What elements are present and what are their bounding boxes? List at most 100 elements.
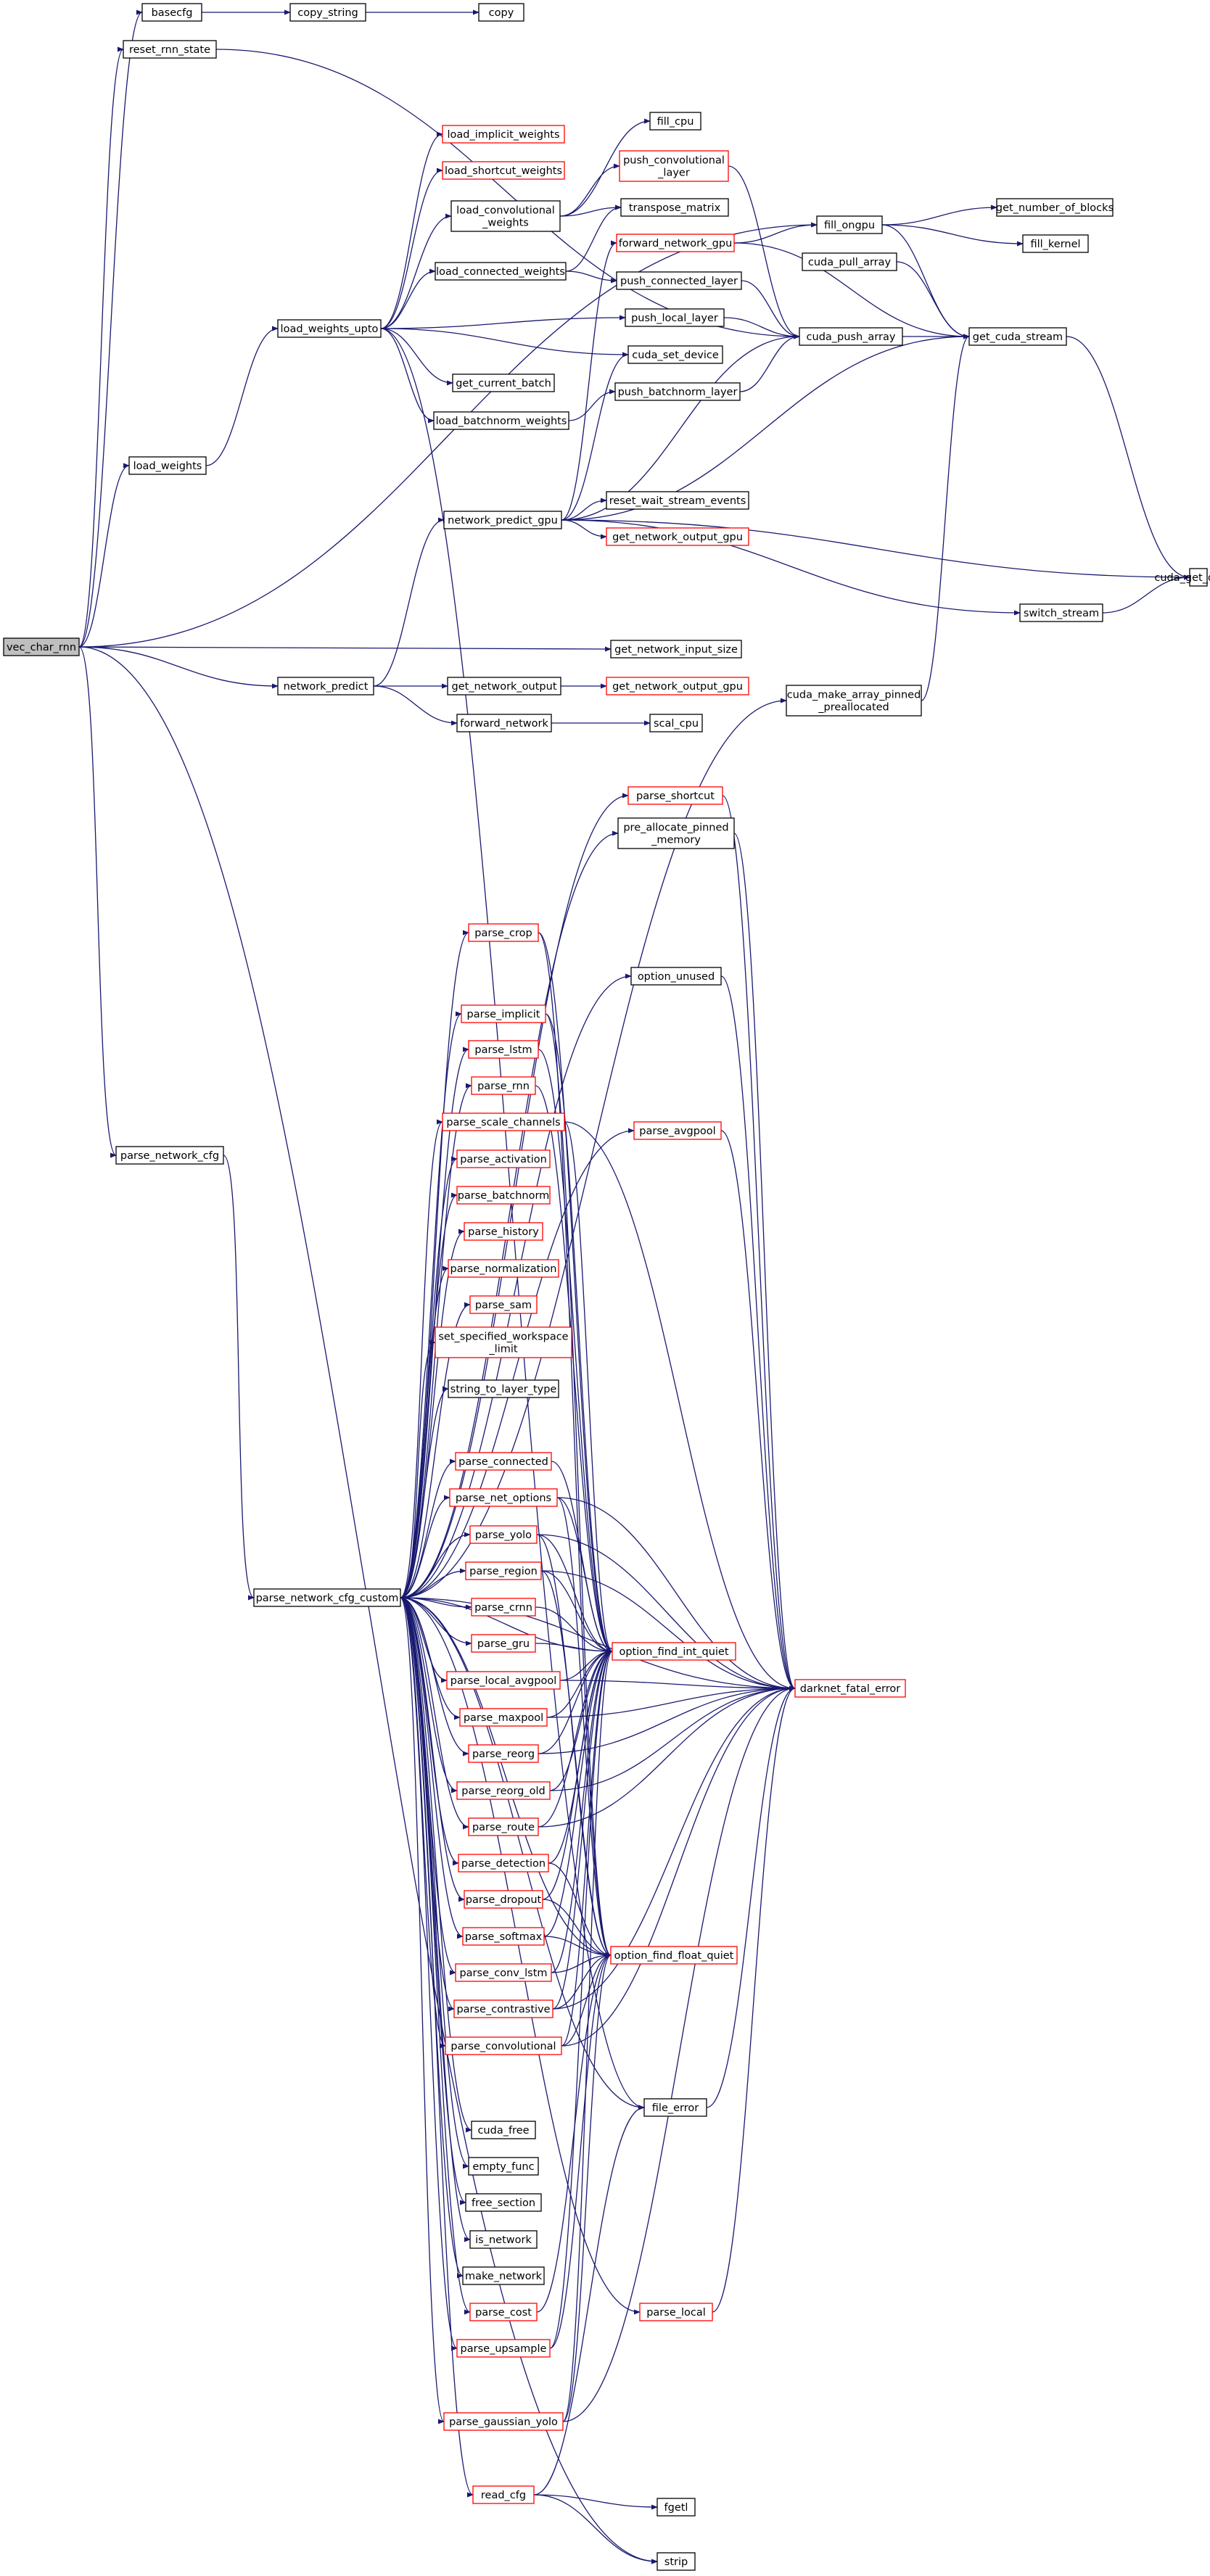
node-file-error[interactable]: file_error: [643, 2098, 707, 2117]
node-parse-gaussian-yolo[interactable]: parse_gaussian_yolo: [443, 2412, 564, 2431]
node-reset-wait-stream-events[interactable]: reset_wait_stream_events: [606, 491, 749, 510]
node-parse-convolutional[interactable]: parse_convolutional: [445, 2036, 562, 2055]
node-parse-shortcut[interactable]: parse_shortcut: [627, 786, 723, 805]
node-load-weights[interactable]: load_weights: [128, 456, 207, 475]
node-fill-ongpu[interactable]: fill_ongpu: [816, 215, 883, 234]
node-parse-conv-lstm[interactable]: parse_conv_lstm: [455, 1963, 552, 1982]
node-strip[interactable]: strip: [657, 2552, 696, 2571]
node-fill-cpu[interactable]: fill_cpu: [649, 112, 701, 131]
node-copy-string[interactable]: copy_string: [289, 3, 366, 22]
node-push-batchnorm-layer[interactable]: push_batchnorm_layer: [614, 382, 741, 401]
node-label: fill_cpu: [657, 116, 694, 128]
node-parse-reorg-old[interactable]: parse_reorg_old: [456, 1781, 551, 1800]
edge-parse_network_cfg_custom-to-file_error: [400, 1597, 645, 2110]
node-load-shortcut-weights[interactable]: load_shortcut_weights: [442, 161, 565, 180]
node-parse-lstm[interactable]: parse_lstm: [468, 1040, 539, 1059]
node-parse-maxpool[interactable]: parse_maxpool: [459, 1708, 548, 1727]
node-push-local-layer[interactable]: push_local_layer: [625, 308, 725, 327]
node-string-to-layer-type[interactable]: string_to_layer_type: [448, 1379, 559, 1398]
node-parse-local-avgpool[interactable]: parse_local_avgpool: [446, 1671, 561, 1690]
node-forward-network-gpu[interactable]: forward_network_gpu: [616, 234, 735, 252]
node-parse-crnn[interactable]: parse_crnn: [471, 1598, 536, 1617]
node-parse-route[interactable]: parse_route: [468, 1817, 539, 1836]
edge-path: [400, 1597, 472, 2133]
node-parse-sam[interactable]: parse_sam: [469, 1295, 538, 1314]
node-label: get_network_output: [451, 681, 556, 693]
node-get-network-output[interactable]: get_network_output: [447, 677, 561, 695]
node-option-find-int-quiet[interactable]: option_find_int_quiet: [612, 1642, 736, 1661]
node-option-find-float-quiet[interactable]: option_find_float_quiet: [610, 1946, 738, 1965]
node-cuda-set-device[interactable]: cuda_set_device: [627, 345, 723, 364]
node-set-specified-workspace-limit[interactable]: set_specified_workspace_limit: [435, 1326, 572, 1358]
node-parse-gru[interactable]: parse_gru: [471, 1634, 536, 1653]
node-cuda-push-array[interactable]: cuda_push_array: [799, 327, 903, 346]
node-empty-func[interactable]: empty_func: [468, 2157, 539, 2176]
node-parse-batchnorm[interactable]: parse_batchnorm: [456, 1186, 551, 1205]
node-parse-network-cfg-custom[interactable]: parse_network_cfg_custom: [253, 1588, 401, 1607]
node-load-convolutional-weights[interactable]: load_convolutional_weights: [450, 200, 561, 232]
node-basecfg[interactable]: basecfg: [141, 3, 202, 22]
node-parse-network-cfg[interactable]: parse_network_cfg: [115, 1146, 224, 1165]
node-transpose-matrix[interactable]: transpose_matrix: [620, 198, 729, 217]
node-parse-region[interactable]: parse_region: [465, 1561, 542, 1580]
node-push-connected-layer[interactable]: push_connected_layer: [616, 271, 742, 290]
node-copy[interactable]: copy: [478, 3, 524, 22]
node-parse-scale-channels[interactable]: parse_scale_channels: [442, 1112, 565, 1131]
node-get-network-input-size[interactable]: get_network_input_size: [610, 640, 742, 659]
node-is-network[interactable]: is_network: [469, 2230, 538, 2249]
node-load-implicit-weights[interactable]: load_implicit_weights: [442, 125, 565, 144]
node-parse-net-options[interactable]: parse_net_options: [449, 1488, 558, 1507]
node-parse-avgpool[interactable]: parse_avgpool: [633, 1121, 722, 1140]
node-cuda-pull-array[interactable]: cuda_pull_array: [802, 252, 897, 271]
node-cuda-make-array-pinned-preallocated[interactable]: cuda_make_array_pinned_preallocated: [786, 685, 922, 717]
node-parse-contrastive[interactable]: parse_contrastive: [453, 1999, 553, 2018]
node-parse-dropout[interactable]: parse_dropout: [464, 1890, 543, 1909]
node-label: basecfg: [152, 7, 193, 19]
node-push-convolutional-layer[interactable]: push_convolutional_layer: [619, 150, 729, 182]
node-parse-reorg[interactable]: parse_reorg: [468, 1744, 539, 1763]
node-get-current-batch[interactable]: get_current_batch: [452, 373, 555, 392]
node-cuda-free[interactable]: cuda_free: [471, 2121, 536, 2139]
node-parse-history[interactable]: parse_history: [464, 1222, 543, 1241]
node-fill-kernel[interactable]: fill_kernel: [1022, 234, 1089, 253]
node-network-predict-gpu[interactable]: network_predict_gpu: [443, 511, 562, 529]
node-free-section[interactable]: free_section: [465, 2193, 542, 2212]
node-parse-softmax[interactable]: parse_softmax: [462, 1927, 545, 1946]
node-cuda-get-device[interactable]: cuda_get_device: [1154, 568, 1210, 587]
node-load-weights-upto[interactable]: load_weights_upto: [277, 319, 382, 338]
node-parse-yolo[interactable]: parse_yolo: [469, 1525, 538, 1544]
node-load-batchnorm-weights[interactable]: load_batchnorm_weights: [433, 411, 569, 430]
node-parse-connected[interactable]: parse_connected: [455, 1452, 552, 1471]
node-parse-normalization[interactable]: parse_normalization: [448, 1259, 559, 1278]
node-parse-upsample[interactable]: parse_upsample: [456, 2339, 551, 2358]
node-option-unused[interactable]: option_unused: [630, 967, 722, 986]
node-box: [452, 373, 555, 392]
node-make-network[interactable]: make_network: [462, 2266, 545, 2285]
node-get-network-output-gpu-a[interactable]: get_network_output_gpu: [606, 527, 749, 546]
node-switch-stream[interactable]: switch_stream: [1019, 603, 1103, 622]
node-parse-crop[interactable]: parse_crop: [468, 923, 539, 942]
node-fgetl[interactable]: fgetl: [657, 2498, 696, 2517]
node-parse-activation[interactable]: parse_activation: [456, 1149, 551, 1168]
node-get-cuda-stream[interactable]: get_cuda_stream: [968, 327, 1067, 346]
node-darknet-fatal-error[interactable]: darknet_fatal_error: [794, 1679, 906, 1698]
node-reset-rnn-state[interactable]: reset_rnn_state: [123, 40, 217, 59]
edge-path: [559, 205, 622, 217]
node-read-cfg[interactable]: read_cfg: [472, 2485, 535, 2504]
node-parse-cost[interactable]: parse_cost: [469, 2303, 538, 2321]
edge-read_cfg-to-strip: [533, 2494, 658, 2564]
node-parse-implicit[interactable]: parse_implicit: [461, 1004, 546, 1023]
node-get-network-output-gpu-b[interactable]: get_network_output_gpu: [606, 677, 749, 695]
edge-parse_shortcut-to-darknet_fatal_error: [722, 795, 796, 1691]
node-parse-local[interactable]: parse_local: [639, 2303, 713, 2321]
node-scal-cpu[interactable]: scal_cpu: [649, 714, 703, 732]
node-load-connected-weights[interactable]: load_connected_weights: [435, 262, 567, 281]
node-box: [277, 677, 374, 695]
node-network-predict[interactable]: network_predict: [277, 677, 374, 695]
node-get-number-of-blocks[interactable]: get_number_of_blocks: [996, 198, 1114, 217]
node-parse-detection[interactable]: parse_detection: [458, 1854, 549, 1873]
node-pre-allocate-pinned-memory[interactable]: pre_allocate_pinned_memory: [617, 817, 735, 849]
node-forward-network[interactable]: forward_network: [456, 714, 552, 732]
node-parse-rnn[interactable]: parse_rnn: [471, 1076, 536, 1095]
edge-path: [561, 519, 607, 540]
